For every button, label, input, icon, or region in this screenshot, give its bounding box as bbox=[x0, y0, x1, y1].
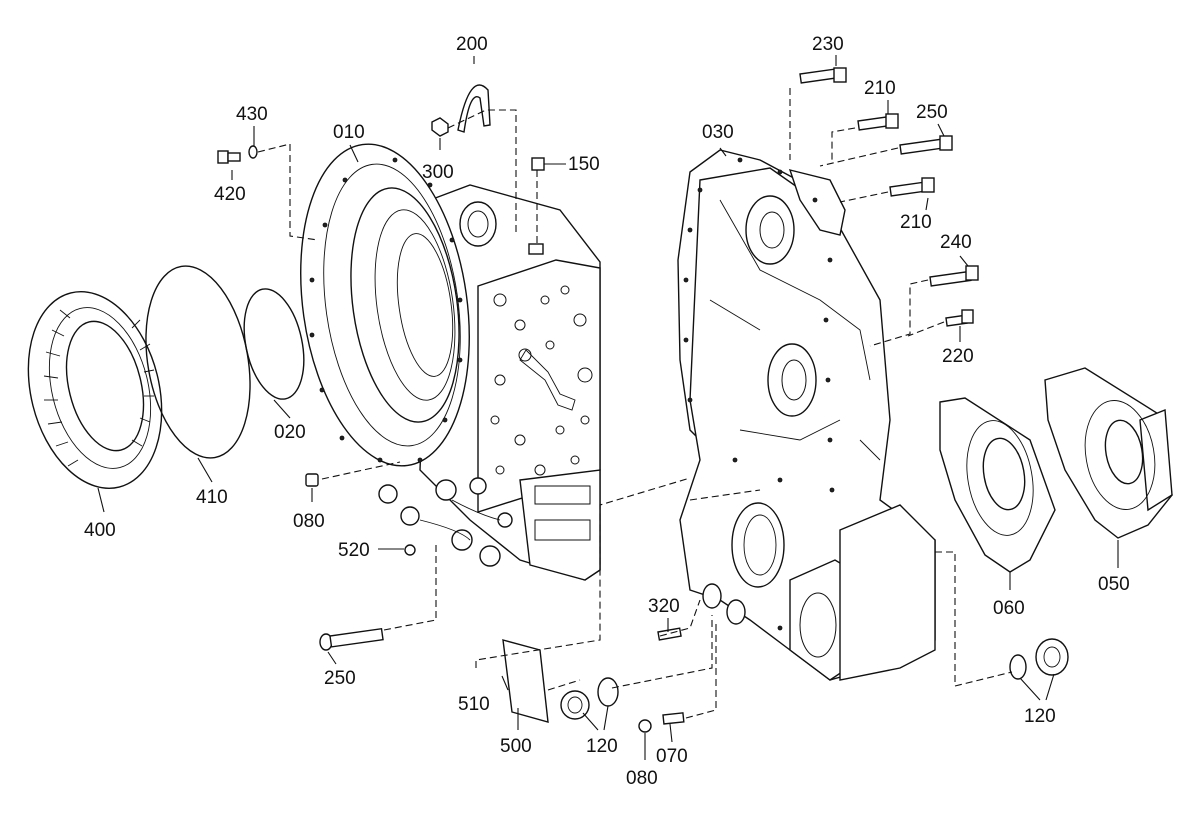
label-230: 230 bbox=[812, 34, 844, 55]
label-210-lower: 210 bbox=[900, 212, 932, 233]
part-080-plug-upper bbox=[305, 473, 319, 487]
part-250-bolt-upper bbox=[899, 135, 953, 155]
part-020-o-ring bbox=[243, 288, 305, 400]
part-400-seal bbox=[27, 291, 163, 489]
assembly-lines bbox=[257, 88, 1013, 719]
label-050: 050 bbox=[1098, 574, 1130, 595]
label-410: 410 bbox=[196, 487, 228, 508]
part-320-bolt bbox=[657, 627, 682, 641]
label-210-upper: 210 bbox=[864, 78, 896, 99]
part-210-bolt-upper bbox=[857, 113, 899, 131]
part-030-rear-housing bbox=[677, 149, 936, 681]
part-300-nut bbox=[431, 117, 449, 137]
part-010-front-housing bbox=[300, 143, 601, 581]
part-220-bolt bbox=[945, 309, 974, 327]
label-030: 030 bbox=[702, 122, 734, 143]
part-230-bolt bbox=[799, 67, 847, 84]
part-120-plug-right bbox=[1009, 638, 1069, 680]
label-080-upper: 080 bbox=[293, 511, 325, 532]
label-300: 300 bbox=[422, 162, 454, 183]
part-210-bolt-lower bbox=[889, 177, 935, 197]
part-520-plug bbox=[404, 544, 416, 556]
part-200-u-bolt bbox=[457, 84, 491, 133]
label-400: 400 bbox=[84, 520, 116, 541]
callout-labels: 010 020 030 050 060 070 080 080 120 120 … bbox=[84, 34, 1130, 789]
label-060: 060 bbox=[993, 598, 1025, 619]
part-070-bolt bbox=[662, 712, 685, 725]
label-200: 200 bbox=[456, 34, 488, 55]
label-420: 420 bbox=[214, 184, 246, 205]
label-070: 070 bbox=[656, 746, 688, 767]
label-020: 020 bbox=[274, 422, 306, 443]
label-010: 010 bbox=[333, 122, 365, 143]
part-050-cover bbox=[1044, 367, 1173, 539]
part-500-plate bbox=[502, 639, 549, 723]
part-420-bolt bbox=[217, 150, 241, 164]
part-080-plug-lower bbox=[638, 719, 652, 733]
label-510: 510 bbox=[458, 694, 490, 715]
label-240: 240 bbox=[940, 232, 972, 253]
part-250-bolt-lower bbox=[319, 627, 384, 651]
label-500: 500 bbox=[500, 736, 532, 757]
label-220: 220 bbox=[942, 346, 974, 367]
label-520: 520 bbox=[338, 540, 370, 561]
part-240-bolt bbox=[929, 265, 979, 287]
part-430-washer bbox=[248, 145, 258, 159]
part-120-plug-left bbox=[560, 677, 619, 720]
label-250-upper: 250 bbox=[916, 102, 948, 123]
label-120-left: 120 bbox=[586, 736, 618, 757]
label-250-lower: 250 bbox=[324, 668, 356, 689]
leader-lines bbox=[97, 55, 1119, 760]
label-120-right: 120 bbox=[1024, 706, 1056, 727]
label-080-lower: 080 bbox=[626, 768, 658, 789]
label-320: 320 bbox=[648, 596, 680, 617]
label-150: 150 bbox=[568, 154, 600, 175]
label-430: 430 bbox=[236, 104, 268, 125]
part-060-cover bbox=[939, 397, 1056, 573]
